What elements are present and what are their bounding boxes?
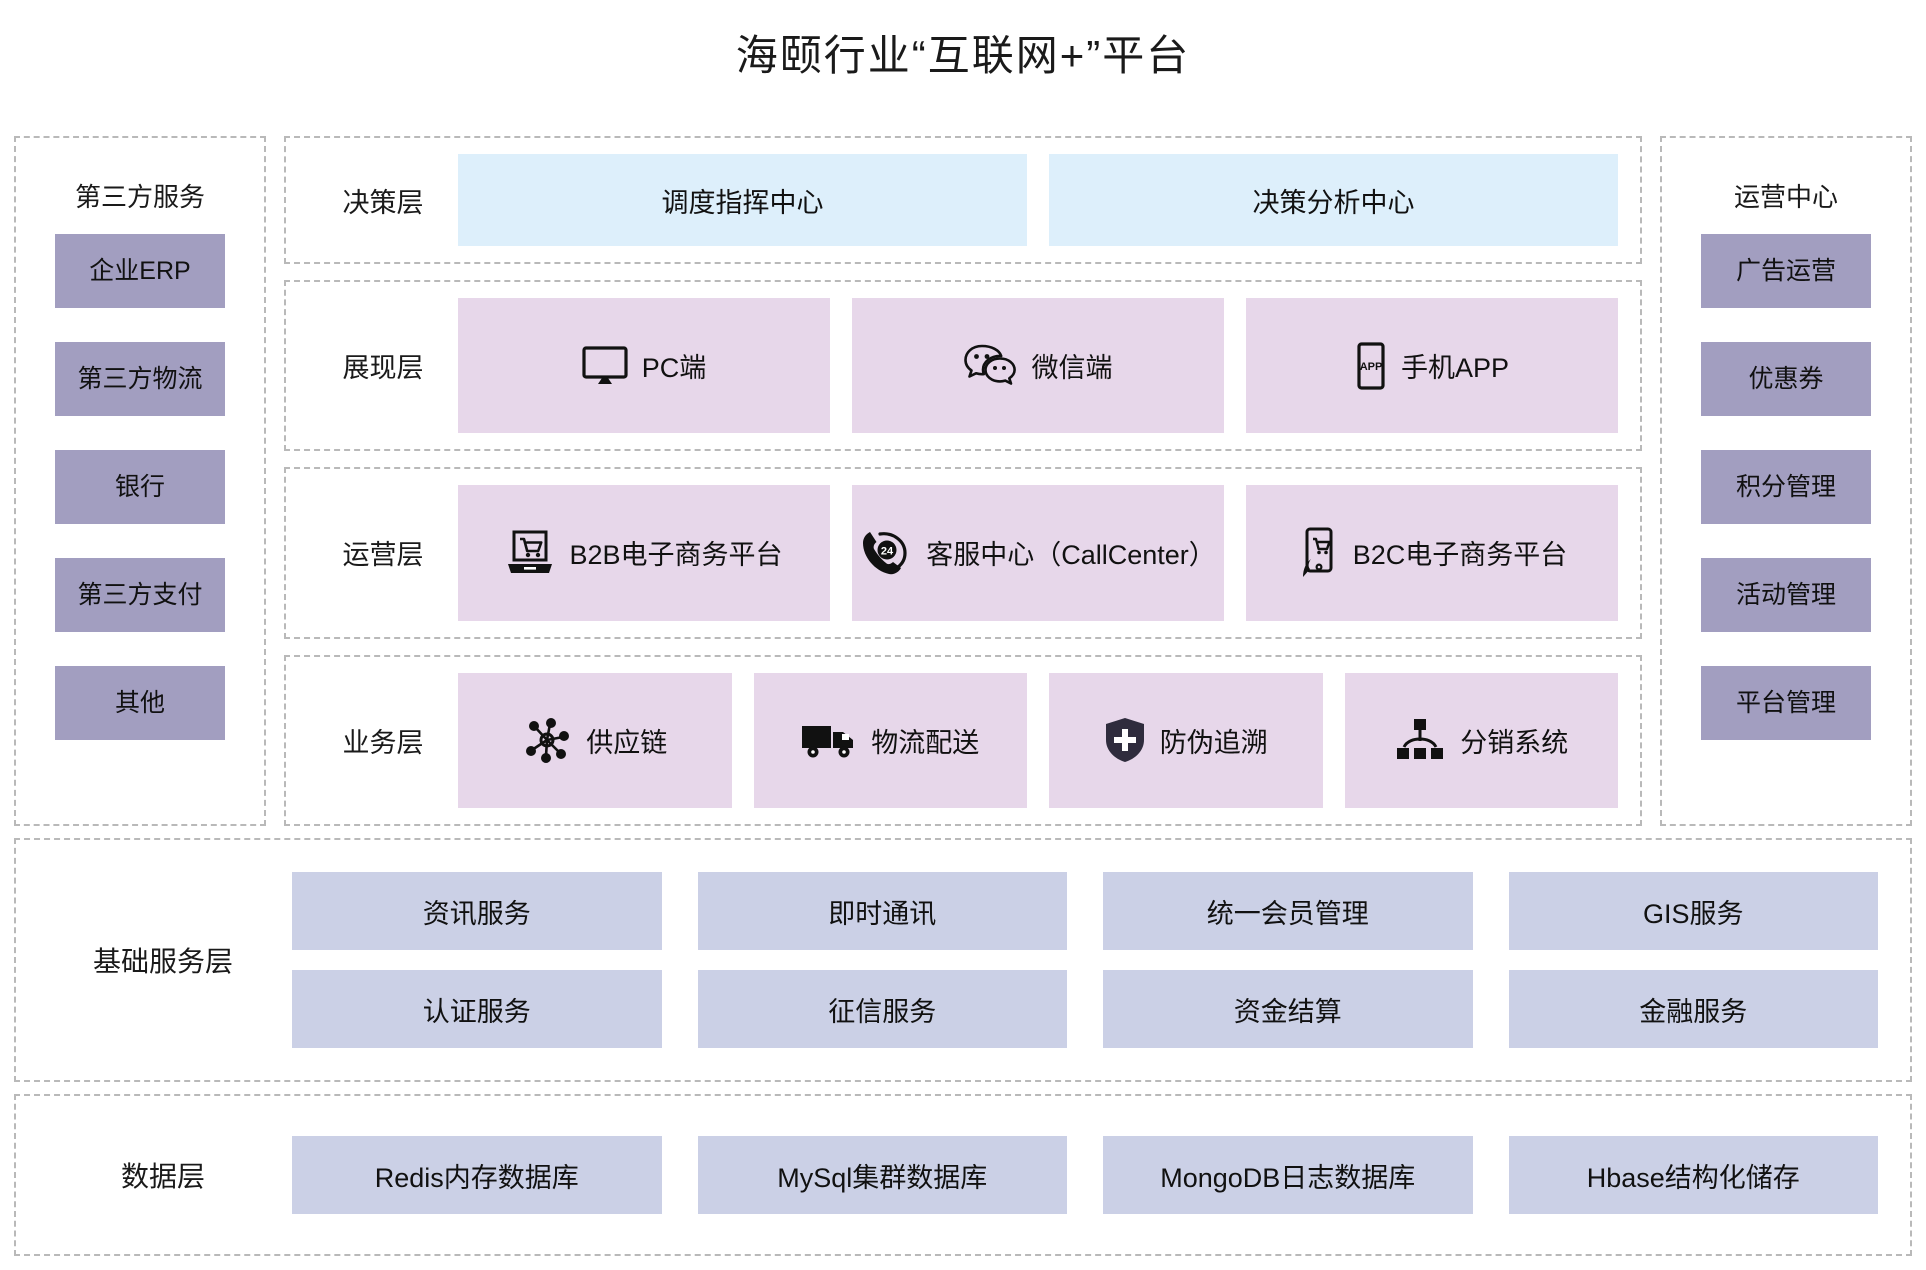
business-item-logistics[interactable]: 物流配送	[753, 672, 1027, 808]
third-party-item-erp[interactable]: 企业ERP	[55, 234, 225, 308]
data-layer-item-hbase[interactable]: Hbase结构化储存	[1508, 1136, 1878, 1214]
third-party-item-other[interactable]: 其他	[55, 666, 225, 740]
presentation-layer: 展现层 PC端	[284, 280, 1642, 452]
data-layer-items: Redis内存数据库 MySql集群数据库 MongoDB日志数据库 Hbase…	[292, 1136, 1892, 1214]
third-party-item-bank[interactable]: 银行	[55, 450, 225, 524]
svg-text:APP: APP	[1360, 361, 1383, 373]
basic-service-item-auth[interactable]: 认证服务	[292, 970, 662, 1048]
page-title: 海颐行业“互联网+”平台	[735, 32, 1191, 79]
third-party-item-logistics[interactable]: 第三方物流	[55, 342, 225, 416]
decision-item-analysis-center[interactable]: 决策分析中心	[1049, 154, 1618, 246]
basic-service-item-finance[interactable]: 金融服务	[1508, 970, 1878, 1048]
basic-service-items: 资讯服务 即时通讯 统一会员管理 GIS服务 认证服务 征信服务 资金结算 金融…	[292, 872, 1892, 1048]
presentation-layer-items: PC端 微信端	[458, 282, 1618, 449]
operation-center-title: 运营中心	[1733, 182, 1838, 212]
business-item-supply-chain[interactable]: 供应链	[458, 672, 732, 808]
operation-center-panel: 运营中心 广告运营 优惠券 积分管理 活动管理 平台管理	[1660, 136, 1912, 826]
basic-service-item-credit[interactable]: 征信服务	[697, 970, 1067, 1048]
presentation-item-mobile-app[interactable]: APP 手机APP	[1246, 298, 1618, 434]
decision-layer: 决策层 调度指挥中心 决策分析中心	[284, 136, 1642, 264]
presentation-item-pc-label: PC端	[641, 353, 707, 384]
business-layer: 业务层	[284, 654, 1642, 826]
phone-cart-icon	[1297, 527, 1339, 579]
business-item-distribution-label: 分销系统	[1460, 727, 1569, 758]
presentation-layer-label: 展现层	[342, 353, 424, 384]
data-layer-item-mongodb[interactable]: MongoDB日志数据库	[1103, 1136, 1473, 1214]
network-nodes-icon	[522, 715, 572, 765]
presentation-item-wechat-label: 微信端	[1031, 353, 1113, 384]
operation-center-item-points[interactable]: 积分管理	[1701, 450, 1871, 524]
monitor-icon	[582, 345, 628, 387]
operation-item-call-center-label: 客服中心（CallCenter）	[926, 540, 1216, 571]
basic-service-item-gis[interactable]: GIS服务	[1508, 872, 1878, 950]
operation-center-item-platform[interactable]: 平台管理	[1701, 666, 1871, 740]
operation-item-b2b-label: B2B电子商务平台	[569, 540, 783, 571]
third-party-item-payment[interactable]: 第三方支付	[55, 558, 225, 632]
operation-center-item-campaign[interactable]: 活动管理	[1701, 558, 1871, 632]
wechat-icon	[963, 343, 1018, 389]
svg-text:24: 24	[881, 545, 894, 557]
data-layer: 数据层 Redis内存数据库 MySql集群数据库 MongoDB日志数据库 H…	[14, 1094, 1912, 1256]
operation-item-b2c-label: B2C电子商务平台	[1352, 540, 1568, 571]
decision-item-dispatch-center-label: 调度指挥中心	[661, 187, 824, 218]
data-layer-item-mysql[interactable]: MySql集群数据库	[697, 1136, 1067, 1214]
third-party-services-title: 第三方服务	[74, 182, 205, 212]
operation-item-b2c[interactable]: B2C电子商务平台	[1246, 485, 1618, 621]
operation-layer-items: B2B电子商务平台 24 客服中心（CallCenter）	[458, 469, 1618, 636]
business-item-supply-chain-label: 供应链	[586, 727, 668, 758]
decision-item-analysis-center-label: 决策分析中心	[1252, 187, 1415, 218]
operation-center-item-coupon[interactable]: 优惠券	[1701, 342, 1871, 416]
hierarchy-icon	[1394, 717, 1446, 763]
basic-service-item-settlement[interactable]: 资金结算	[1103, 970, 1473, 1048]
business-item-logistics-label: 物流配送	[871, 727, 980, 758]
basic-service-item-im[interactable]: 即时通讯	[697, 872, 1067, 950]
operation-layer-label: 运营层	[342, 540, 424, 571]
business-layer-label: 业务层	[342, 727, 424, 758]
third-party-services-panel: 第三方服务 企业ERP 第三方物流 银行 第三方支付 其他	[14, 136, 266, 826]
presentation-item-mobile-app-label: 手机APP	[1400, 353, 1510, 384]
phone-24-icon: 24	[860, 528, 912, 578]
laptop-cart-icon	[505, 529, 555, 577]
operation-layer: 运营层 B2B电子	[284, 467, 1642, 639]
decision-layer-items: 调度指挥中心 决策分析中心	[458, 138, 1618, 262]
business-item-distribution[interactable]: 分销系统	[1344, 672, 1618, 808]
shield-plus-icon	[1104, 716, 1146, 764]
presentation-item-wechat[interactable]: 微信端	[852, 298, 1224, 434]
decision-layer-label: 决策层	[342, 187, 424, 218]
mobile-app-icon: APP	[1355, 342, 1387, 390]
center-layers: 决策层 调度指挥中心 决策分析中心 展现层	[284, 136, 1642, 826]
presentation-item-pc[interactable]: PC端	[458, 298, 830, 434]
basic-service-layer-label: 基础服务层	[92, 946, 233, 977]
operation-item-b2b[interactable]: B2B电子商务平台	[458, 485, 830, 621]
operation-item-call-center[interactable]: 24 客服中心（CallCenter）	[852, 485, 1224, 621]
basic-service-layer: 基础服务层 资讯服务 即时通讯 统一会员管理 GIS服务 认证服务 征信服务 资…	[14, 838, 1912, 1082]
business-item-anti-counterfeit-label: 防伪追溯	[1159, 727, 1268, 758]
decision-item-dispatch-center[interactable]: 调度指挥中心	[458, 154, 1027, 246]
data-layer-label: 数据层	[120, 1161, 205, 1192]
business-item-anti-counterfeit[interactable]: 防伪追溯	[1049, 672, 1323, 808]
basic-service-item-news[interactable]: 资讯服务	[292, 872, 662, 950]
basic-service-item-member[interactable]: 统一会员管理	[1103, 872, 1473, 950]
data-layer-item-redis[interactable]: Redis内存数据库	[292, 1136, 662, 1214]
business-layer-items: 供应链	[458, 657, 1618, 824]
truck-icon	[801, 720, 857, 760]
top-region: 第三方服务 企业ERP 第三方物流 银行 第三方支付 其他 决策层 调度指挥中心…	[14, 136, 1912, 826]
operation-center-item-ads[interactable]: 广告运营	[1701, 234, 1871, 308]
